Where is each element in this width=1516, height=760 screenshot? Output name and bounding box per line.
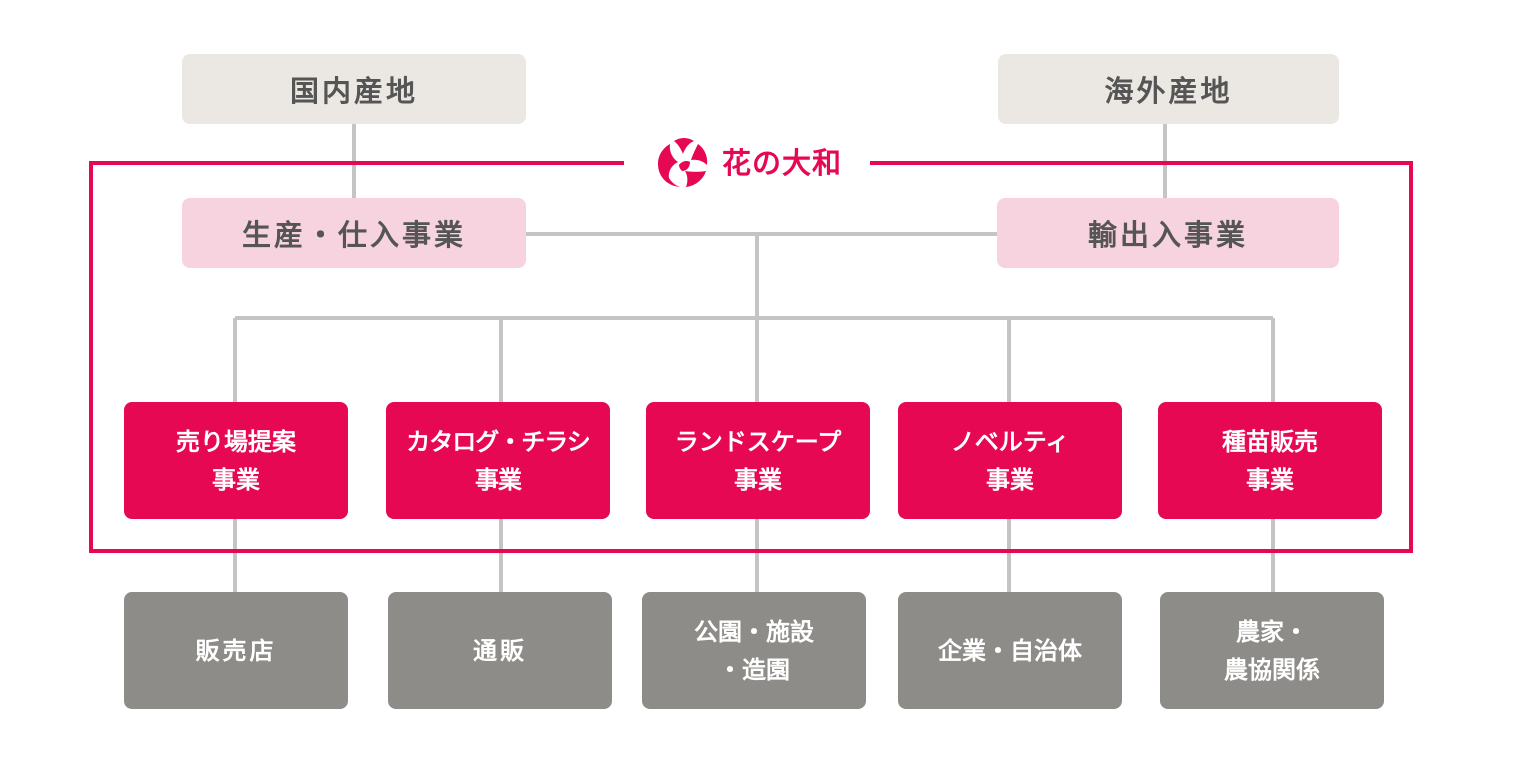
destination-parks-line2: ・造園 — [718, 655, 790, 684]
unit-novelty-line1: ノベルティ — [950, 427, 1070, 456]
destination-retailers-line1: 販売店 — [195, 636, 277, 665]
business-import-export-label: 輸出入事業 — [1087, 218, 1248, 252]
origin-overseas-label: 海外産地 — [1104, 74, 1233, 108]
unit-seedling: 種苗販売 事業 — [1158, 402, 1382, 519]
unit-seedling-line2: 事業 — [1246, 465, 1294, 494]
unit-novelty-line2: 事業 — [986, 465, 1034, 494]
destination-companies-line1: 企業・自治体 — [938, 636, 1082, 665]
destination-farmers-line2: 農協関係 — [1224, 655, 1320, 684]
unit-landscape-line2: 事業 — [734, 465, 782, 494]
flower-logo-icon — [657, 138, 708, 187]
destination-farmers: 農家・ 農協関係 — [1160, 592, 1384, 709]
business-import-export: 輸出入事業 — [997, 198, 1339, 268]
unit-novelty: ノベルティ 事業 — [898, 402, 1122, 519]
destination-retailers: 販売店 — [124, 592, 348, 709]
destination-mail-order: 通販 — [388, 592, 612, 709]
business-production-label: 生産・仕入事業 — [241, 218, 466, 252]
unit-sales-floor-line2: 事業 — [212, 465, 260, 494]
origin-domestic-label: 国内産地 — [289, 74, 418, 108]
destination-companies: 企業・自治体 — [898, 592, 1122, 709]
origin-domestic: 国内産地 — [182, 54, 526, 124]
unit-catalog: カタログ・チラシ 事業 — [386, 402, 610, 519]
unit-catalog-line1: カタログ・チラシ — [406, 427, 591, 456]
unit-seedling-line1: 種苗販売 — [1222, 427, 1318, 456]
unit-landscape-line1: ランドスケープ — [674, 427, 842, 456]
brand-name: 花の大和 — [721, 146, 842, 180]
business-production: 生産・仕入事業 — [182, 198, 526, 268]
destination-parks-line1: 公園・施設 — [694, 617, 814, 646]
destination-farmers-line1: 農家・ — [1236, 617, 1308, 646]
destination-mail-order-line1: 通販 — [473, 636, 527, 665]
unit-landscape: ランドスケープ 事業 — [646, 402, 870, 519]
origin-overseas: 海外産地 — [998, 54, 1339, 124]
unit-catalog-line2: 事業 — [475, 465, 522, 494]
brand-label: 花の大和 — [624, 130, 870, 192]
unit-sales-floor-line1: 売り場提案 — [176, 427, 296, 456]
unit-sales-floor: 売り場提案 事業 — [124, 402, 348, 519]
destination-parks: 公園・施設 ・造園 — [642, 592, 866, 709]
